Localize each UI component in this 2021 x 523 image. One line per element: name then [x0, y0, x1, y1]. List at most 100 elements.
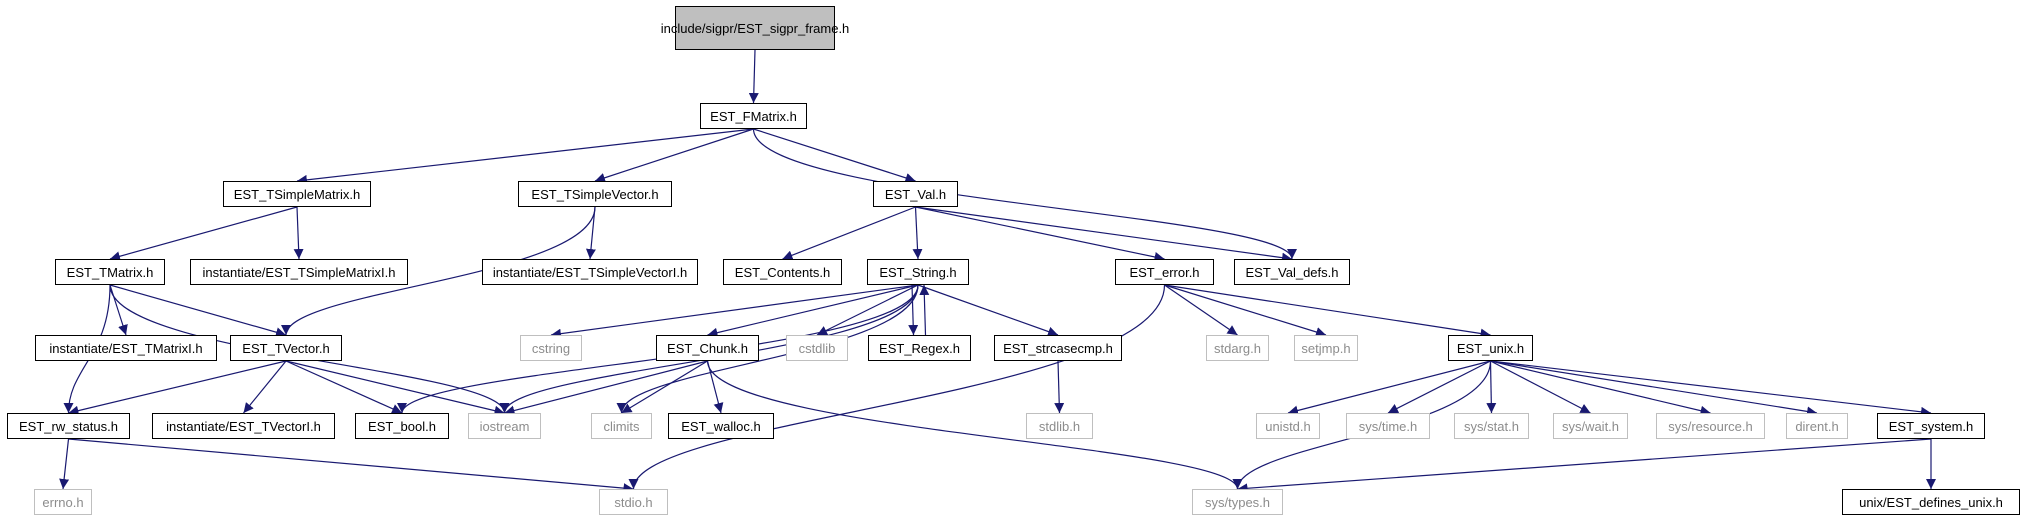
node-inst-tvectori[interactable]: instantiate/EST_TVectorI.h — [152, 413, 335, 439]
edge-val-to-valdefs — [915, 206, 1293, 263]
node-inst-tsvectori[interactable]: instantiate/EST_TSimpleVectorI.h — [482, 259, 698, 285]
node-dirent: dirent.h — [1786, 413, 1848, 439]
edge-tmatrix-to-inst-tmatrixi — [109, 284, 128, 336]
node-regex[interactable]: EST_Regex.h — [868, 335, 971, 361]
node-label: sys/stat.h — [1464, 418, 1519, 434]
edge-tvector-to-inst-tvectori — [243, 360, 287, 414]
node-chunk[interactable]: EST_Chunk.h — [656, 335, 759, 361]
node-systypes: sys/types.h — [1192, 489, 1283, 515]
node-label: include/sigpr/EST_sigpr_frame.h — [660, 20, 850, 36]
node-label: stdlib.h — [1038, 418, 1081, 434]
edge-string-to-climits — [616, 284, 919, 414]
node-strcasecmp[interactable]: EST_strcasecmp.h — [994, 335, 1122, 361]
node-iostream: iostream — [468, 413, 541, 439]
node-label: sys/time.h — [1358, 418, 1418, 434]
node-label: EST_TMatrix.h — [66, 264, 154, 280]
node-label: sys/wait.h — [1561, 418, 1620, 434]
node-label: stdarg.h — [1214, 340, 1261, 356]
edge-string-to-regex — [908, 284, 919, 336]
node-label: EST_system.h — [1888, 418, 1974, 434]
edge-tvector-to-rwstatus — [68, 360, 287, 416]
node-cstring: cstring — [520, 335, 582, 361]
edge-system-to-systypes — [1237, 438, 1932, 494]
node-label: EST_Regex.h — [879, 340, 960, 356]
node-label: EST_bool.h — [368, 418, 436, 434]
node-syswait: sys/wait.h — [1553, 413, 1628, 439]
node-label: EST_Chunk.h — [667, 340, 748, 356]
edge-fmatrix-to-tsimplematrix — [296, 128, 754, 185]
node-label: errno.h — [42, 494, 84, 510]
node-stdio: stdio.h — [599, 489, 668, 515]
node-label: EST_Val_defs.h — [1245, 264, 1339, 280]
edge-fmatrix-to-val — [753, 128, 916, 183]
edge-root-to-fmatrix — [748, 49, 759, 104]
node-label: instantiate/EST_TSimpleMatrixI.h — [202, 264, 396, 280]
node-contents[interactable]: EST_Contents.h — [723, 259, 842, 285]
node-sysresource: sys/resource.h — [1656, 413, 1765, 439]
node-label: EST_TSimpleVector.h — [531, 186, 659, 202]
node-rwstatus[interactable]: EST_rw_status.h — [7, 413, 130, 439]
node-cstdlib: cstdlib — [786, 335, 848, 361]
node-unix[interactable]: EST_unix.h — [1448, 335, 1533, 361]
edge-val-to-string — [912, 206, 923, 260]
node-unistd: unistd.h — [1256, 413, 1320, 439]
edge-unix-to-dirent — [1490, 360, 1818, 417]
node-label: instantiate/EST_TSimpleVectorI.h — [492, 264, 688, 280]
node-tvector[interactable]: EST_TVector.h — [230, 335, 342, 361]
node-sysstat: sys/stat.h — [1454, 413, 1529, 439]
edge-val-to-error — [915, 206, 1165, 262]
edge-tsimplematrix-to-tmatrix — [109, 206, 298, 262]
node-bool[interactable]: EST_bool.h — [355, 413, 449, 439]
edge-tvector-to-bool — [285, 360, 403, 414]
node-tsimplematrix[interactable]: EST_TSimpleMatrix.h — [223, 181, 371, 207]
node-inst-tmatrixi[interactable]: instantiate/EST_TMatrixI.h — [35, 335, 217, 361]
node-label: EST_String.h — [879, 264, 957, 280]
node-label: EST_walloc.h — [681, 418, 761, 434]
edge-error-to-unix — [1164, 284, 1491, 339]
node-tsimplevector[interactable]: EST_TSimpleVector.h — [518, 181, 672, 207]
edge-fmatrix-to-tsimplevector — [594, 128, 754, 183]
node-label: cstdlib — [798, 340, 836, 356]
edge-unix-to-sysresource — [1490, 360, 1711, 416]
node-label: stdio.h — [614, 494, 653, 510]
node-error[interactable]: EST_error.h — [1115, 259, 1214, 285]
node-label: unix/EST_defines_unix.h — [1859, 494, 2003, 510]
node-fmatrix[interactable]: EST_FMatrix.h — [700, 103, 807, 129]
node-label: iostream — [479, 418, 530, 434]
edge-string-to-cstdlib — [816, 284, 919, 336]
node-systime: sys/time.h — [1346, 413, 1430, 439]
node-valdefs[interactable]: EST_Val_defs.h — [1234, 259, 1350, 285]
node-label: EST_TSimpleMatrix.h — [233, 186, 361, 202]
node-label: unistd.h — [1265, 418, 1311, 434]
edge-error-to-setjmp — [1164, 284, 1327, 337]
node-tmatrix[interactable]: EST_TMatrix.h — [55, 259, 165, 285]
edge-fmatrix-to-valdefs — [752, 128, 1297, 260]
node-label: setjmp.h — [1301, 340, 1351, 356]
edge-error-to-stdio — [628, 284, 1166, 490]
edge-rwstatus-to-stdio — [68, 438, 634, 494]
node-string[interactable]: EST_String.h — [867, 259, 969, 285]
node-stdlibh: stdlib.h — [1026, 413, 1093, 439]
node-label: EST_unix.h — [1456, 340, 1525, 356]
node-label: EST_Contents.h — [734, 264, 831, 280]
edge-string-to-cstring — [550, 284, 919, 339]
edge-rwstatus-to-errno — [59, 438, 70, 490]
node-label: EST_rw_status.h — [19, 418, 118, 434]
edge-chunk-to-climits — [621, 360, 708, 414]
node-climits: climits — [591, 413, 652, 439]
node-inst-tsmatrixi[interactable]: instantiate/EST_TSimpleMatrixI.h — [190, 259, 408, 285]
edge-tmatrix-to-tvector — [109, 284, 287, 338]
node-label: cstring — [531, 340, 571, 356]
node-label: dirent.h — [1795, 418, 1839, 434]
edge-string-to-chunk — [707, 284, 919, 338]
node-val[interactable]: EST_Val.h — [873, 181, 958, 207]
node-walloc[interactable]: EST_walloc.h — [668, 413, 774, 439]
node-defines-unix[interactable]: unix/EST_defines_unix.h — [1842, 489, 2020, 515]
node-label: instantiate/EST_TVectorI.h — [166, 418, 321, 434]
node-label: instantiate/EST_TMatrixI.h — [49, 340, 203, 356]
edge-layer — [59, 49, 1936, 494]
edge-unix-to-unistd — [1287, 360, 1491, 416]
edge-chunk-to-iostream — [504, 360, 708, 416]
node-system[interactable]: EST_system.h — [1877, 413, 1985, 439]
node-root[interactable]: include/sigpr/EST_sigpr_frame.h — [661, 6, 849, 50]
